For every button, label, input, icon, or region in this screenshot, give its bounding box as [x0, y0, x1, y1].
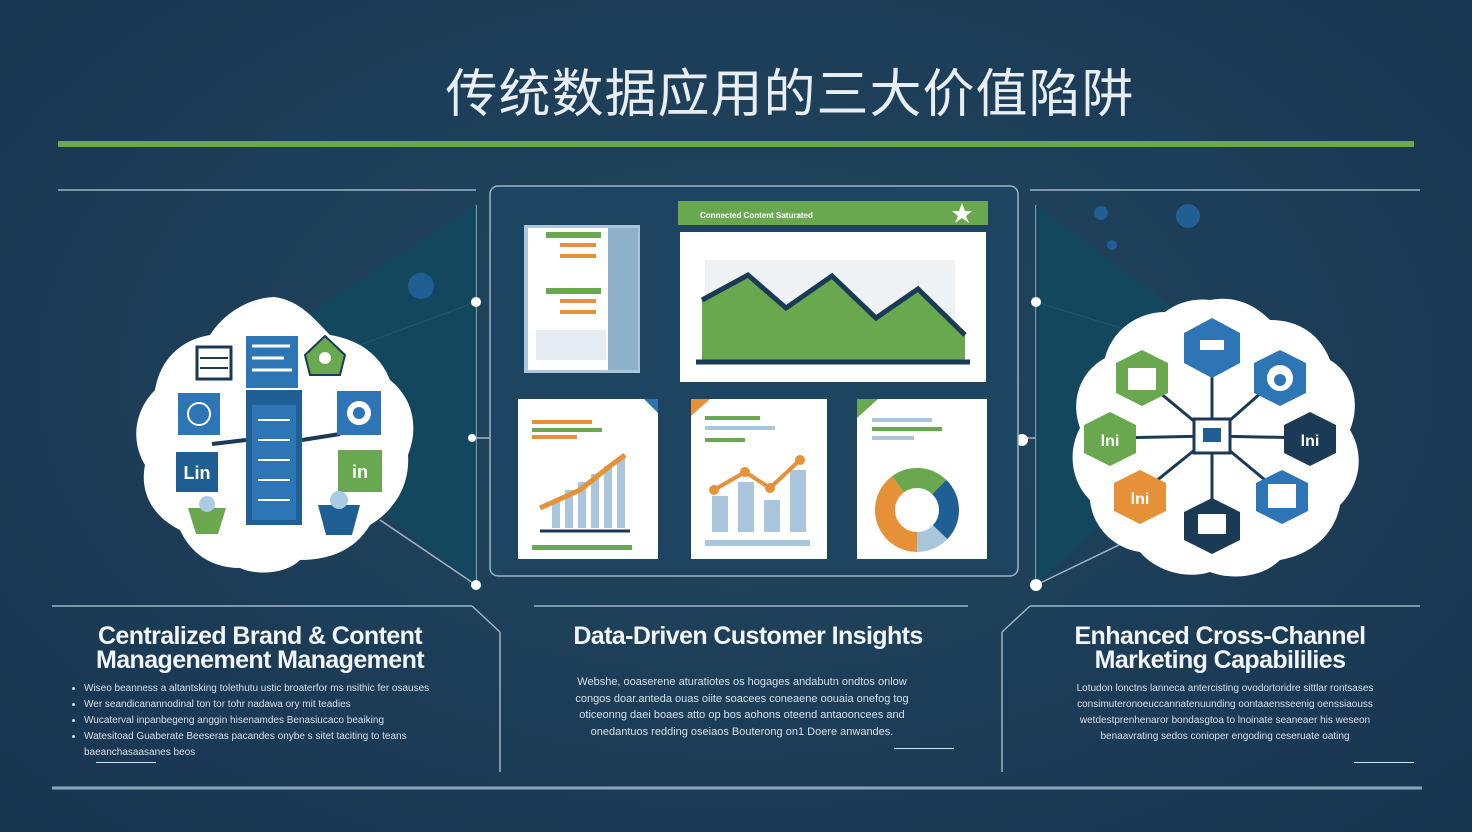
star-icon [952, 203, 972, 223]
section-2-body-line: Webshe, ooaserene aturatiotes os hogages… [577, 676, 907, 688]
bar-chart-icon: lni [1084, 412, 1136, 466]
network-icon [178, 393, 220, 435]
section-3-underline [1354, 762, 1414, 763]
storefront-icon [1116, 350, 1168, 406]
section-3-body: Lotudon lonctns lanneca antercisting ovo… [1032, 681, 1418, 745]
section-3-body-line: consimuteronoeuccannatenuunding oontaaen… [1077, 699, 1373, 710]
section-3-body-line: wetdestprenhenaror bondasgtoa to lnoinat… [1079, 715, 1371, 726]
linkedin-icon: Lin [176, 452, 218, 492]
section-3-title-line2: Marketing Capabililies [1094, 646, 1346, 674]
section-1-bullet-list: Wiseo beanness a altantsking tolethutu u… [66, 681, 466, 761]
section-2-body-line: oticeonng daei boaes atto op bos aohons … [579, 709, 905, 721]
recycle-icon [188, 496, 226, 534]
section-1-body: Wiseo beanness a altantsking tolethutu u… [66, 681, 466, 761]
dashboard-icon [195, 345, 233, 381]
section-1-bullet-item: Wucaterval inpanbegeng anggin hisenamdes… [84, 713, 466, 729]
section-1-bullet-item: Wiseo beanness a altantsking tolethutu u… [84, 681, 466, 697]
donut-chart [875, 468, 959, 552]
document-list-icon [246, 336, 298, 388]
shield-icon [1184, 318, 1240, 378]
section-3-body-line: Lotudon lonctns lanneca antercisting ovo… [1076, 683, 1374, 694]
section-1-bullet-item: Wer seandicanannodinal ton tor tohr nada… [84, 697, 466, 713]
left-icon-cluster: Lin in [136, 297, 414, 573]
section-2-body: Webshe, ooaserene aturatiotes os hogages… [536, 674, 948, 740]
svg-text:lni: lni [1131, 491, 1150, 508]
linkedin-icon: in [338, 450, 382, 492]
section-2-body-line: onedantuos redding oseiaos Bouterong on1… [590, 725, 894, 738]
section-1-underline [96, 762, 156, 763]
home-icon [1254, 350, 1306, 406]
section-1-title-line1: Centralized Brand & Content [97, 622, 423, 650]
calendar-icon [1256, 470, 1308, 524]
dashboard-banner-label: Connected Content Saturated [700, 211, 813, 220]
section-1-title: Centralized Brand & Content Managenement… [70, 622, 450, 674]
section-1-title-line2: Managenement Management [96, 646, 425, 674]
title-rule [58, 141, 1414, 147]
section-2-body-line: congos doar.anteda ouas oiite soacees co… [575, 692, 909, 705]
section-3-title-line1: Enhanced Cross-Channel [1074, 622, 1366, 650]
svg-text:lni: lni [1101, 433, 1120, 450]
home-leaf-icon [303, 334, 347, 376]
svg-text:lni: lni [1301, 433, 1320, 450]
connector-nodes [468, 297, 1042, 591]
center-dashboard: Connected Content Saturated [489, 185, 1019, 577]
decor-dots [408, 204, 1200, 299]
svg-text:Lin: Lin [184, 463, 211, 483]
area-chart [702, 275, 965, 360]
right-icon-cluster: lni lni lni [1072, 298, 1359, 577]
bar-chart-icon: lni [1114, 470, 1166, 524]
page-title: 传统数据应用的三大价值陷阱 [445, 65, 1135, 125]
section-2-title-line1: Data-Driven Customer Insights [573, 622, 923, 650]
svg-text:in: in [352, 462, 368, 482]
section-2-underline [894, 748, 954, 749]
refresh-icon [337, 391, 381, 435]
section-3-body-line: benaavrating sedos conioper engoding ces… [1100, 731, 1350, 742]
section-3-title: Enhanced Cross-Channel Marketing Capabil… [1030, 622, 1410, 674]
section-2-title: Data-Driven Customer Insights [540, 622, 956, 650]
bar-chart-icon: lni [1284, 412, 1336, 466]
printer-icon [1184, 498, 1240, 554]
basket-icon [318, 491, 360, 535]
section-1-bullet-item: Watesitoad Guaberate Beeseras pacandes o… [84, 729, 466, 761]
